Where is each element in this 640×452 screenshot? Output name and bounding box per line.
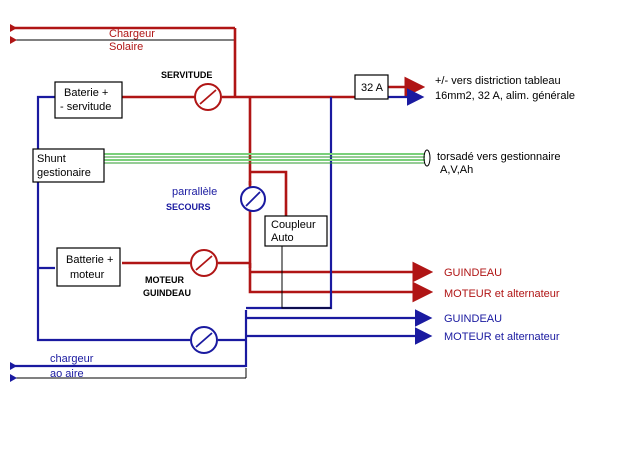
moteur-red-wire — [248, 263, 434, 303]
negative-bus — [36, 88, 433, 367]
coupleur-link — [281, 244, 331, 309]
shunt: Shunt gestionaire — [32, 148, 105, 183]
distribution-label-1: +/- vers distriction tableau — [435, 75, 561, 87]
switch-moteur[interactable]: MOTEUR GUINDEAU — [143, 249, 218, 298]
coupleur-label-2: Auto — [271, 232, 294, 244]
distribution-label-2: 16mm2, 32 A, alim. générale — [435, 90, 575, 102]
twisted-pair — [104, 149, 431, 167]
coupleur-label-1: Coupleur — [271, 219, 316, 231]
wind-arrow-2 — [10, 374, 17, 382]
battery-moteur-label-2: moteur — [70, 269, 105, 281]
fuse-32a: 32 A — [354, 74, 389, 100]
positive-bus — [122, 76, 434, 303]
battery-servitude-box — [54, 81, 123, 119]
battery-moteur-label-1: Batterie + — [66, 254, 113, 266]
switch-parallele-label-1: parrallèle — [172, 186, 217, 198]
switch-servitude-label: SERVITUDE — [161, 70, 212, 80]
switch-parallele[interactable]: parrallèle SECOURS — [166, 186, 266, 212]
fuse-label: 32 A — [361, 82, 384, 94]
red-to-coupleur — [250, 170, 288, 221]
torsade-label-1: torsadé vers gestionnaire — [437, 151, 561, 163]
battery-moteur: Batterie + moteur — [56, 247, 121, 287]
shunt-label-1: Shunt — [37, 153, 66, 165]
coupleur: Coupleur Auto — [264, 215, 328, 247]
solar-negative-arrow — [10, 36, 17, 44]
fuse-box — [354, 74, 389, 100]
coupleur-box — [264, 215, 328, 247]
guindeau-red-label: GUINDEAU — [444, 267, 502, 279]
switch-moteur-label-1: MOTEUR — [145, 275, 184, 285]
moteur-red-label: MOTEUR et alternateur — [444, 288, 560, 300]
switch-negative-lever[interactable] — [195, 332, 213, 348]
solar-charger-input: Chargeur Solaire — [10, 24, 237, 97]
switch-negative[interactable] — [190, 326, 218, 354]
shunt-label-2: gestionaire — [37, 167, 91, 179]
solar-label-1: Chargeur — [109, 28, 155, 40]
moteur-blue-label: MOTEUR et alternateur — [444, 331, 560, 343]
wind-arrow-1 — [10, 362, 17, 370]
switch-parallele-lever[interactable] — [245, 191, 261, 207]
wind-charger-input: chargeur ao aire — [10, 353, 247, 382]
torsade-label-2: A,V,Ah — [440, 164, 473, 176]
battery-moteur-box — [56, 247, 121, 287]
switch-moteur-label-2: GUINDEAU — [143, 288, 191, 298]
solar-label-2: Solaire — [109, 41, 143, 53]
battery-servitude: Baterie + - servitude — [54, 81, 123, 119]
solar-positive-arrow — [10, 24, 17, 32]
shunt-box — [32, 148, 105, 183]
wind-label-2: ao aire — [50, 368, 84, 380]
switch-servitude[interactable]: SERVITUDE — [161, 70, 222, 111]
switch-parallele-label-2: SECOURS — [166, 202, 211, 212]
switch-moteur-lever[interactable] — [195, 255, 213, 271]
negative-main-left — [36, 95, 190, 342]
battery-servitude-label-2: - servitude — [60, 101, 111, 113]
guindeau-blue-label: GUINDEAU — [444, 313, 502, 325]
twisted-end — [423, 149, 431, 167]
wind-label-1: chargeur — [50, 353, 94, 365]
switch-servitude-lever[interactable] — [199, 89, 217, 105]
battery-servitude-label-1: Baterie + — [64, 87, 108, 99]
